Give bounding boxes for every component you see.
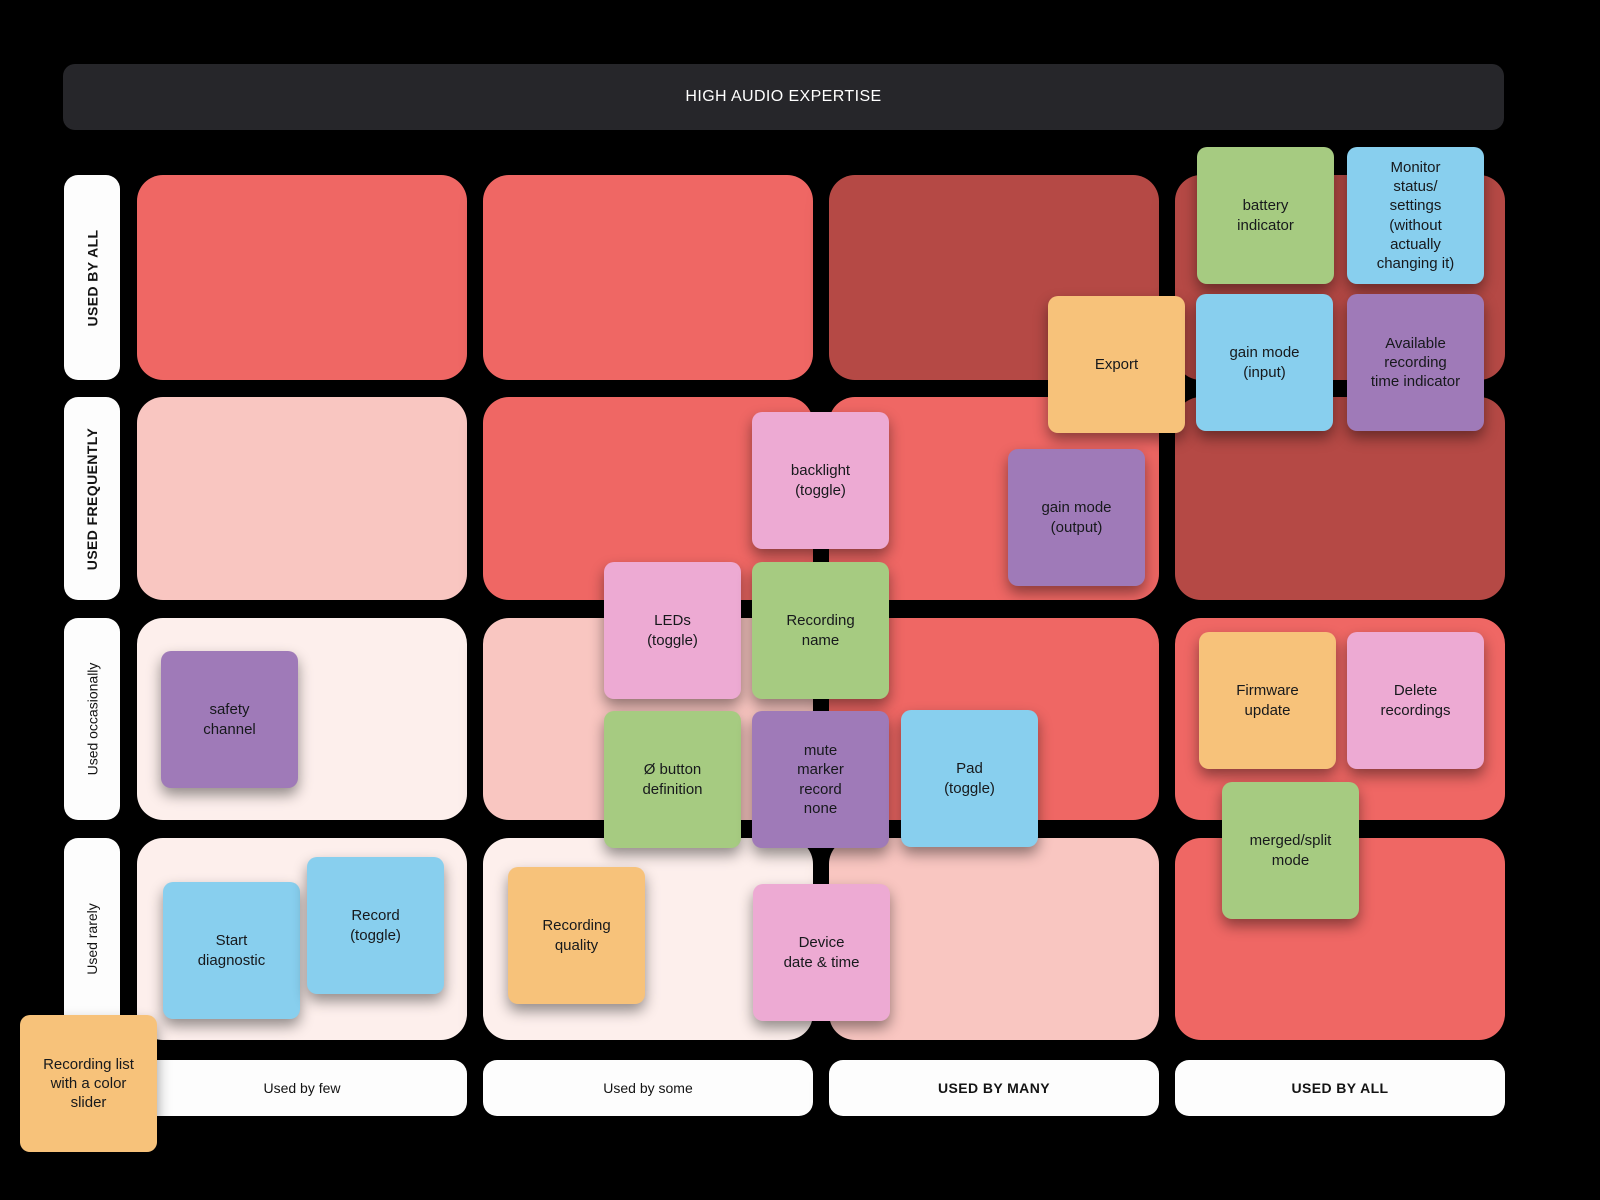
sticky-mute-marker-record-none[interactable]: mute marker record none: [752, 711, 889, 848]
sticky-label: battery indicator: [1237, 197, 1294, 234]
row-label-used-rarely: Used rarely: [64, 838, 120, 1040]
column-label-text: USED BY MANY: [938, 1080, 1050, 1096]
sticky-pad-toggle[interactable]: Pad (toggle): [901, 710, 1038, 847]
sticky-label: Export: [1094, 355, 1139, 373]
sticky-leds-toggle[interactable]: LEDs (toggle): [604, 562, 741, 699]
sticky-label: gain mode (input): [1229, 344, 1300, 381]
sticky-label: gain mode (output): [1041, 499, 1112, 536]
sticky-label: Pad (toggle): [944, 760, 995, 797]
column-label-used-by-many: USED BY MANY: [829, 1060, 1159, 1116]
column-label-text: Used by some: [603, 1080, 693, 1096]
sticky-firmware-update[interactable]: Firmware update: [1199, 632, 1336, 769]
matrix-cell-r1-c1: [137, 175, 467, 380]
sticky-recording-quality[interactable]: Recording quality: [508, 867, 645, 1004]
sticky-label: Record (toggle): [350, 907, 401, 944]
row-label-used-by-all: USED BY ALL: [64, 175, 120, 380]
column-label-text: USED BY ALL: [1291, 1080, 1389, 1096]
sticky-label: LEDs (toggle): [647, 612, 698, 649]
column-label-used-by-few: Used by few: [137, 1060, 467, 1116]
row-label-text: Used occasionally: [84, 662, 100, 776]
matrix-cell-r1-c2: [483, 175, 813, 380]
sticky-label: Recording name: [786, 612, 855, 649]
sticky-label: merged/split mode: [1249, 832, 1332, 869]
sticky-label: backlight (toggle): [790, 462, 851, 499]
sticky-label: Recording quality: [542, 917, 611, 954]
sticky-available-recording-time-indicator[interactable]: Available recording time indicator: [1347, 294, 1484, 431]
sticky-label: safety channel: [203, 701, 256, 738]
sticky-monitor-status-settings[interactable]: Monitor status/ settings (without actual…: [1347, 147, 1484, 284]
sticky-label: mute marker record none: [797, 742, 844, 817]
sticky-device-date-time[interactable]: Device date & time: [753, 884, 890, 1021]
sticky-gain-mode-input[interactable]: gain mode (input): [1196, 294, 1333, 431]
row-label-used-frequently: USED FREQUENTLY: [64, 397, 120, 600]
row-label-used-occasionally: Used occasionally: [64, 618, 120, 820]
sticky-label: Device date & time: [783, 934, 860, 971]
sticky-label: Start diagnostic: [197, 932, 266, 969]
sticky-delete-recordings[interactable]: Delete recordings: [1347, 632, 1484, 769]
sticky-gain-mode-output[interactable]: gain mode (output): [1008, 449, 1145, 586]
sticky-recording-name[interactable]: Recording name: [752, 562, 889, 699]
column-label-used-by-all: USED BY ALL: [1175, 1060, 1505, 1116]
sticky-safety-channel[interactable]: safety channel: [161, 651, 298, 788]
sticky-record-toggle[interactable]: Record (toggle): [307, 857, 444, 994]
sticky-battery-indicator[interactable]: battery indicator: [1197, 147, 1334, 284]
sticky-label: Delete recordings: [1380, 682, 1451, 719]
sticky-label: Monitor status/ settings (without actual…: [1376, 158, 1455, 272]
sticky-start-diagnostic[interactable]: Start diagnostic: [163, 882, 300, 1019]
sticky-phase-button-definition[interactable]: Ø button definition: [604, 711, 741, 848]
column-label-used-by-some: Used by some: [483, 1060, 813, 1116]
matrix-cell-r2-c1: [137, 397, 467, 600]
sticky-label: Ø button definition: [642, 761, 703, 798]
row-label-text: USED FREQUENTLY: [84, 427, 101, 570]
row-label-text: USED BY ALL: [84, 229, 100, 326]
board-header: HIGH AUDIO EXPERTISE: [63, 64, 1504, 130]
sticky-backlight-toggle[interactable]: backlight (toggle): [752, 412, 889, 549]
sticky-label: Firmware update: [1236, 682, 1299, 719]
sticky-label: Recording list with a color slider: [43, 1055, 134, 1112]
board-title: HIGH AUDIO EXPERTISE: [685, 88, 882, 105]
sticky-recording-list-color-slider[interactable]: Recording list with a color slider: [20, 1015, 157, 1152]
sticky-export[interactable]: Export: [1048, 296, 1185, 433]
sticky-merged-split-mode[interactable]: merged/split mode: [1222, 782, 1359, 919]
row-label-text: Used rarely: [84, 903, 100, 975]
sticky-label: Available recording time indicator: [1370, 334, 1461, 391]
column-label-text: Used by few: [263, 1080, 341, 1096]
